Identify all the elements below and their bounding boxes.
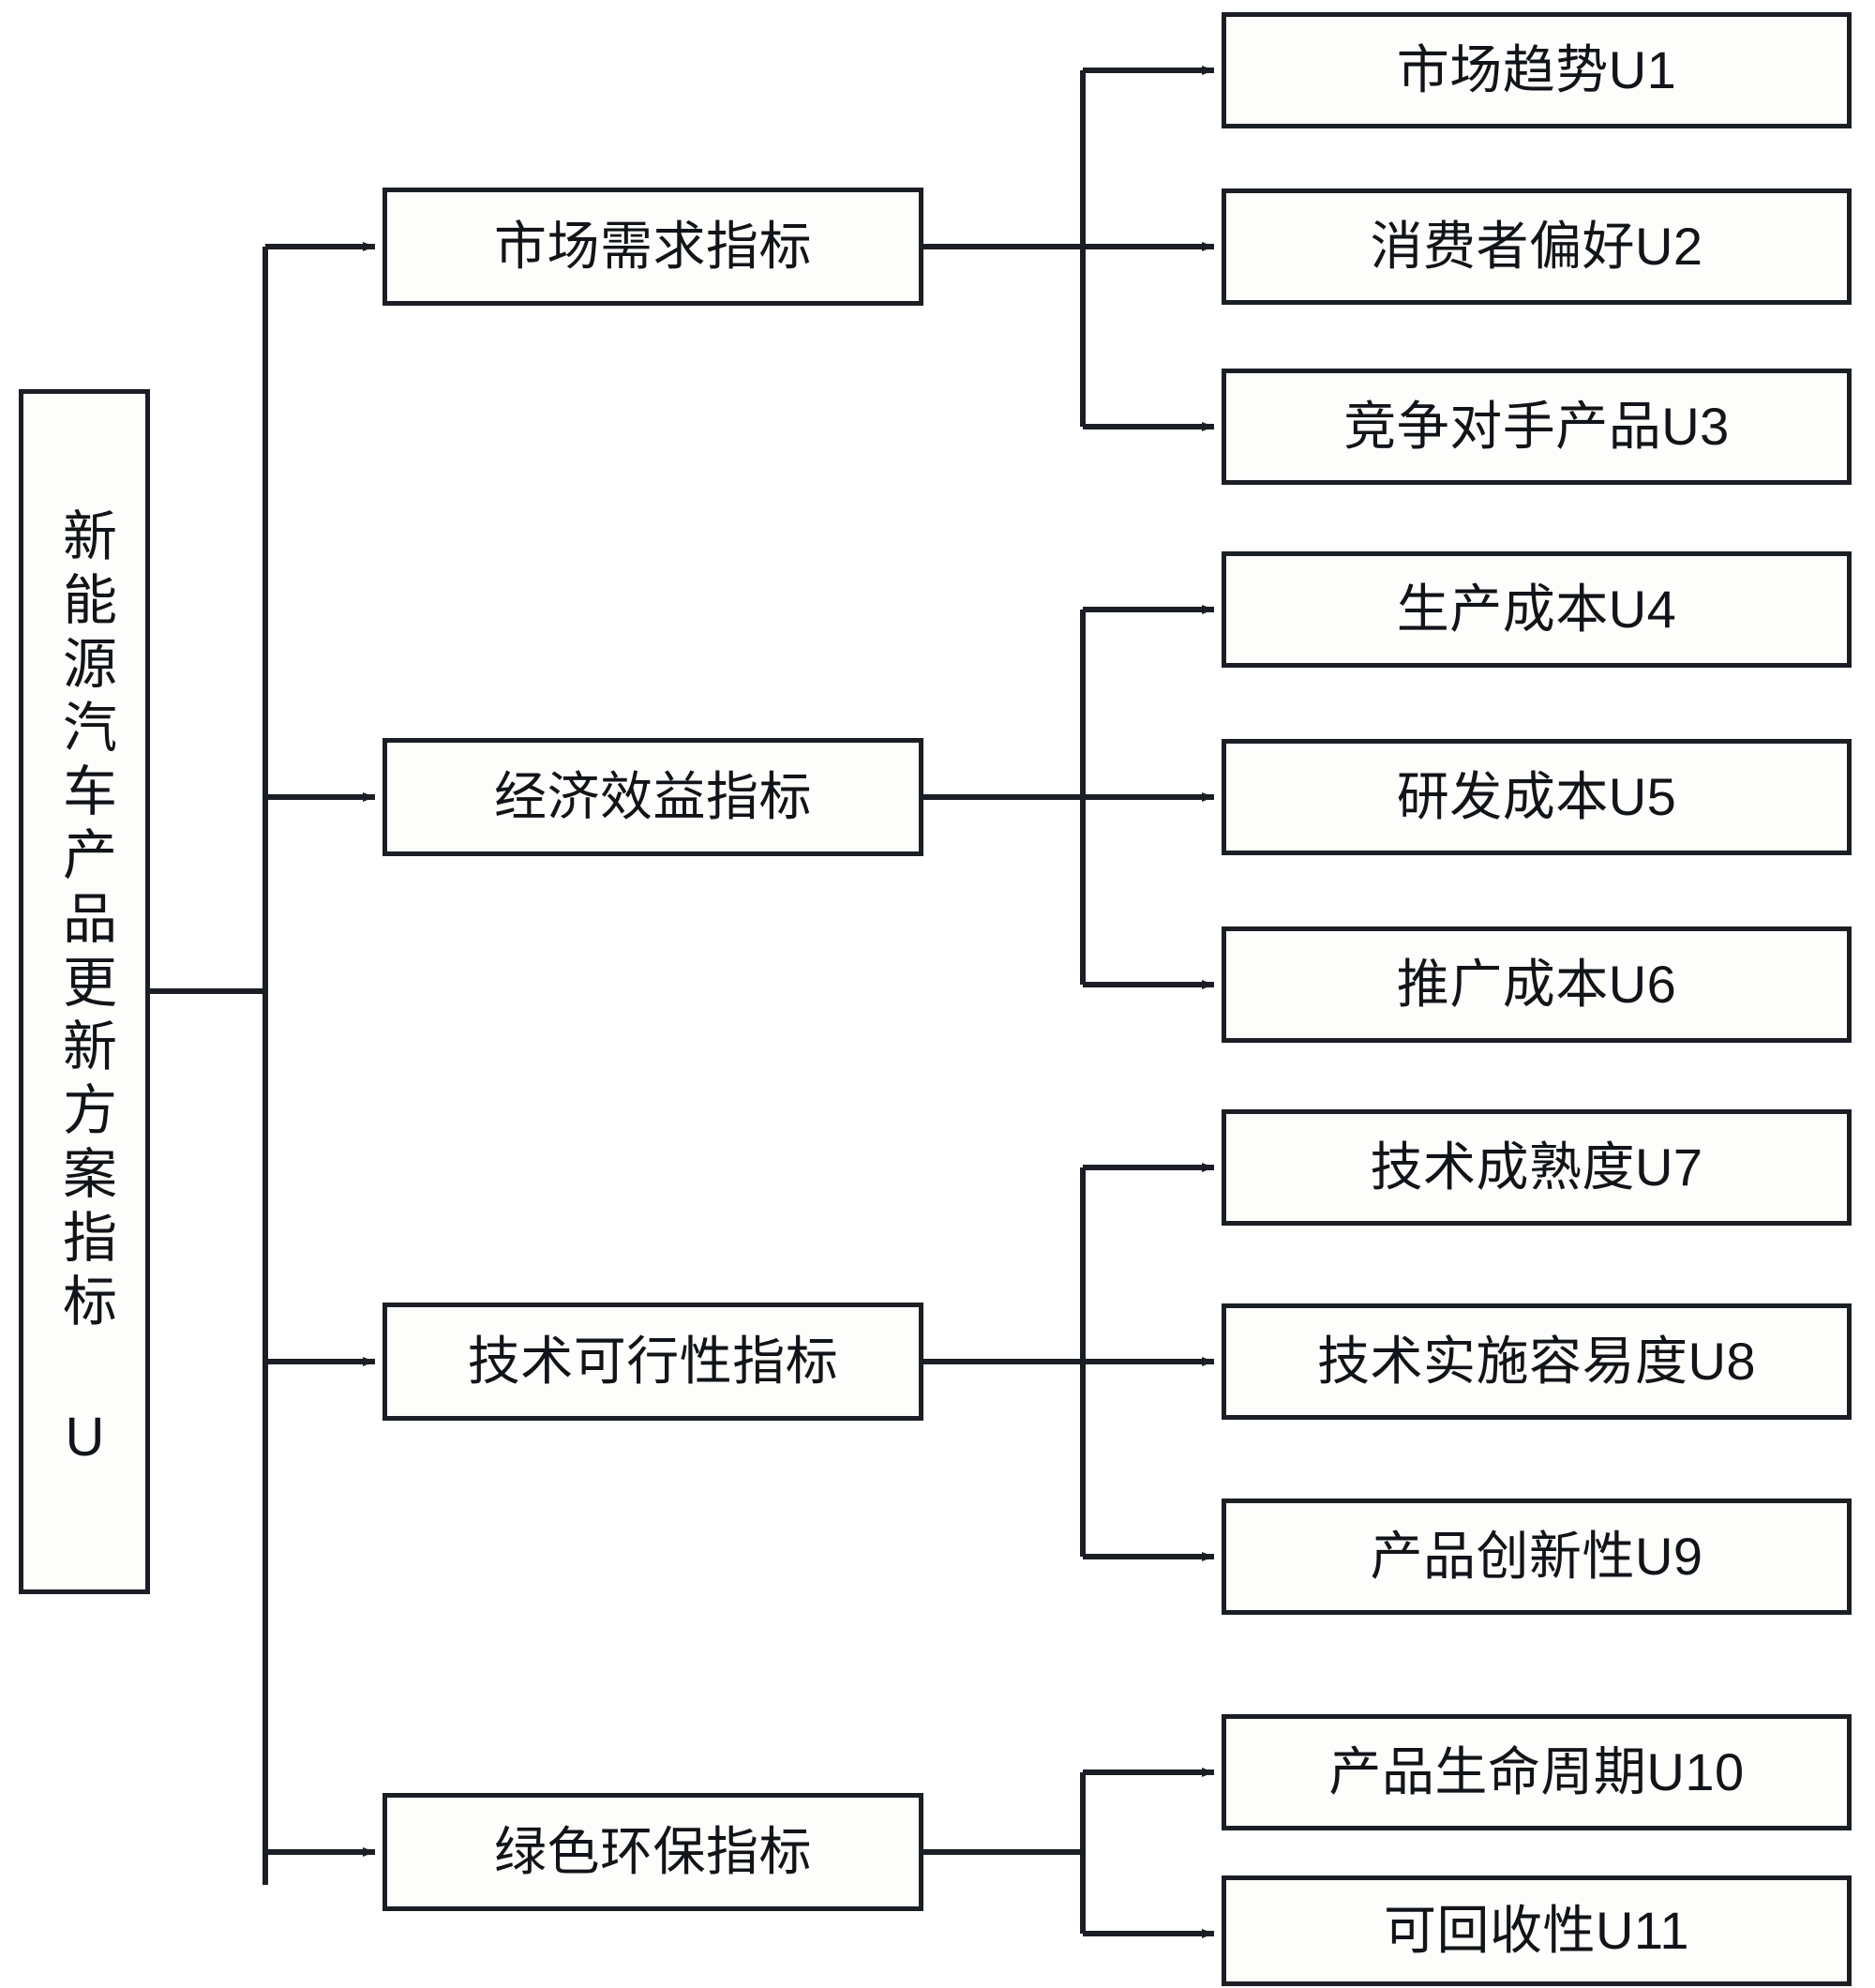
indicator-node-U4[interactable]: 生产成本U4 (1222, 551, 1852, 668)
criteria-label-market-demand: 市场需求指标 (494, 216, 812, 276)
indicator-label-U10: 产品生命周期U10 (1328, 1741, 1745, 1801)
indicator-label-U4: 生产成本U4 (1396, 579, 1677, 639)
criteria-1-fanout (923, 66, 1214, 431)
criteria-node-technical-feasibility[interactable]: 技术可行性指标 (382, 1303, 923, 1421)
criteria-2-fanout (923, 605, 1214, 989)
indicator-label-U3: 竞争对手产品U3 (1343, 396, 1730, 456)
indicator-label-U7: 技术成熟度U7 (1370, 1137, 1703, 1197)
indicator-label-U9: 产品创新性U9 (1370, 1526, 1703, 1586)
root-node-label: 新能源汽车产品更新方案指标 U (54, 506, 115, 1477)
indicator-node-U8[interactable]: 技术实施容易度U8 (1222, 1303, 1852, 1420)
indicator-label-U5: 研发成本U5 (1396, 766, 1677, 826)
criteria-node-economic-benefit[interactable]: 经济效益指标 (382, 738, 923, 856)
indicator-node-U10[interactable]: 产品生命周期U10 (1222, 1714, 1852, 1830)
criteria-label-economic-benefit: 经济效益指标 (494, 766, 812, 826)
criteria-label-technical-feasibility: 技术可行性指标 (467, 1331, 839, 1391)
root-node-U[interactable]: 新能源汽车产品更新方案指标 U (19, 389, 150, 1594)
indicator-label-U2: 消费者偏好U2 (1370, 216, 1703, 276)
indicator-node-U1[interactable]: 市场趋势U1 (1222, 12, 1852, 128)
indicator-label-U6: 推广成本U6 (1396, 954, 1677, 1014)
indicator-label-U11: 可回收性U11 (1383, 1900, 1690, 1960)
indicator-node-U6[interactable]: 推广成本U6 (1222, 926, 1852, 1043)
indicator-node-U2[interactable]: 消费者偏好U2 (1222, 188, 1852, 305)
trunk-to-criteria-connectors (265, 242, 375, 1857)
criteria-node-green-environmental[interactable]: 绿色环保指标 (382, 1793, 923, 1911)
indicator-node-U7[interactable]: 技术成熟度U7 (1222, 1109, 1852, 1226)
criteria-label-green-environmental: 绿色环保指标 (494, 1821, 812, 1881)
indicator-node-U9[interactable]: 产品创新性U9 (1222, 1499, 1852, 1615)
indicator-label-U8: 技术实施容易度U8 (1316, 1331, 1757, 1391)
indicator-node-U3[interactable]: 竞争对手产品U3 (1222, 369, 1852, 485)
root-to-trunk-connector (150, 247, 268, 1885)
indicator-label-U1: 市场趋势U1 (1396, 39, 1677, 99)
indicator-node-U5[interactable]: 研发成本U5 (1222, 739, 1852, 855)
criteria-4-fanout (923, 1768, 1214, 1938)
criteria-3-fanout (923, 1163, 1214, 1561)
indicator-node-U11[interactable]: 可回收性U11 (1222, 1875, 1852, 1986)
criteria-node-market-demand[interactable]: 市场需求指标 (382, 188, 923, 306)
